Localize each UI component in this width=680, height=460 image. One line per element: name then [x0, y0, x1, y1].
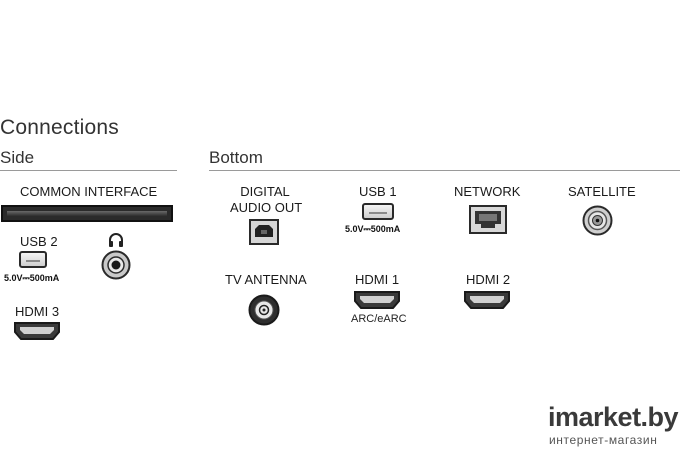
page-title: Connections: [0, 116, 119, 139]
satellite-port-icon: [582, 205, 613, 236]
usb2-spec: 5.0V⎓500mA: [4, 273, 60, 283]
watermark-subtitle: интернет-магазин: [549, 433, 658, 447]
hdmi1-arc-label: ARC/eARC: [351, 313, 407, 325]
ethernet-port-icon: [469, 205, 507, 234]
hdmi2-port-icon: [462, 290, 512, 310]
usb2-label: USB 2: [20, 234, 58, 249]
common-interface-label: COMMON INTERFACE: [20, 184, 158, 199]
usb2-port-icon: [19, 251, 47, 268]
antenna-port-icon: [248, 294, 280, 326]
side-heading: Side: [0, 148, 35, 167]
hdmi3-label: HDMI 3: [15, 304, 60, 319]
common-interface-slot: [1, 205, 173, 222]
hdmi1-label: HDMI 1: [355, 272, 400, 287]
hdmi2-label: HDMI 2: [466, 272, 511, 287]
satellite-label: SATELLITE: [568, 184, 636, 199]
watermark-logo: imarket.by: [548, 402, 679, 432]
headphone-jack-port-icon: [101, 250, 131, 280]
network-label: NETWORK: [454, 184, 521, 199]
hdmi1-port-icon: [352, 290, 402, 310]
side-divider: [0, 170, 177, 171]
digital-audio-label-line1: DIGITAL: [240, 184, 290, 199]
usb1-label: USB 1: [359, 184, 397, 199]
usb-port-icon: [362, 203, 394, 220]
usb1-spec: 5.0V⎓500mA: [345, 224, 401, 234]
bottom-heading: Bottom: [209, 148, 263, 167]
digital-audio-label-line2: AUDIO OUT: [230, 200, 303, 215]
headphone-icon: [107, 232, 125, 248]
bottom-divider: [209, 170, 680, 171]
optical-port-icon: [249, 219, 279, 245]
hdmi-port-icon: [12, 321, 62, 341]
tv-antenna-label: TV ANTENNA: [225, 272, 307, 287]
